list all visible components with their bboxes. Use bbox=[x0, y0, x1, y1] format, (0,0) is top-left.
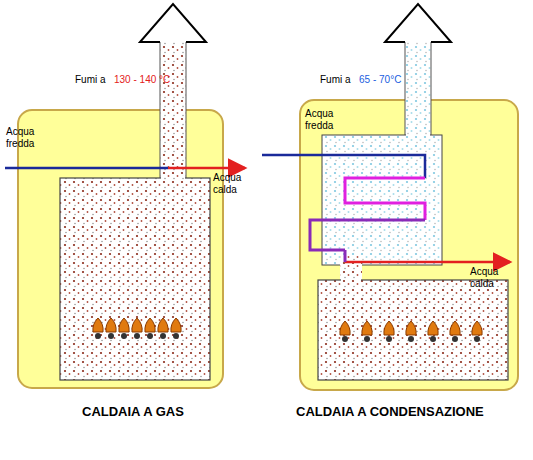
burner-nozzle bbox=[430, 336, 436, 342]
burner-nozzle bbox=[134, 333, 140, 339]
flue-temperature: 65 - 70°C bbox=[359, 74, 401, 86]
burner-flame bbox=[340, 321, 350, 335]
burner-nozzle bbox=[147, 333, 153, 339]
burner-flame bbox=[93, 318, 103, 332]
flue-temperature: 130 - 140 °C bbox=[114, 74, 170, 86]
burner-flame bbox=[428, 321, 438, 335]
burner-flame bbox=[472, 321, 482, 335]
burner-nozzle bbox=[121, 333, 127, 339]
gas-boiler bbox=[5, 4, 245, 388]
burner-flame bbox=[132, 318, 142, 332]
burner-nozzle bbox=[364, 336, 370, 342]
burner-nozzle bbox=[160, 333, 166, 339]
burner-flame bbox=[450, 321, 460, 335]
burner-flame bbox=[406, 321, 416, 335]
outlet-label: Acqua calda bbox=[470, 266, 518, 290]
burner-nozzle bbox=[95, 333, 101, 339]
burner-flame bbox=[106, 318, 116, 332]
boiler-title: CALDAIA A CONDENSAZIONE bbox=[296, 404, 484, 419]
flue-label: Fumi a bbox=[75, 74, 106, 86]
burner-flame bbox=[145, 318, 155, 332]
outlet-label: Acqua calda bbox=[213, 172, 261, 196]
boiler-title: CALDAIA A GAS bbox=[82, 404, 184, 419]
inlet-label: Acqua fredda bbox=[305, 108, 353, 132]
burner-flame bbox=[158, 318, 168, 332]
inlet-label: Acqua fredda bbox=[6, 126, 54, 150]
flue-label: Fumi a bbox=[320, 74, 351, 86]
condensing-boiler bbox=[258, 4, 518, 390]
burner-nozzle bbox=[173, 333, 179, 339]
burner-flame bbox=[384, 321, 394, 335]
burner-nozzle bbox=[386, 336, 392, 342]
burner-nozzle bbox=[108, 333, 114, 339]
burner-nozzle bbox=[474, 336, 480, 342]
burner-nozzle bbox=[408, 336, 414, 342]
burner-nozzle bbox=[342, 336, 348, 342]
burner-flame bbox=[171, 318, 181, 332]
burner-flame bbox=[362, 321, 372, 335]
burner-flame bbox=[119, 318, 129, 332]
burner-nozzle bbox=[452, 336, 458, 342]
